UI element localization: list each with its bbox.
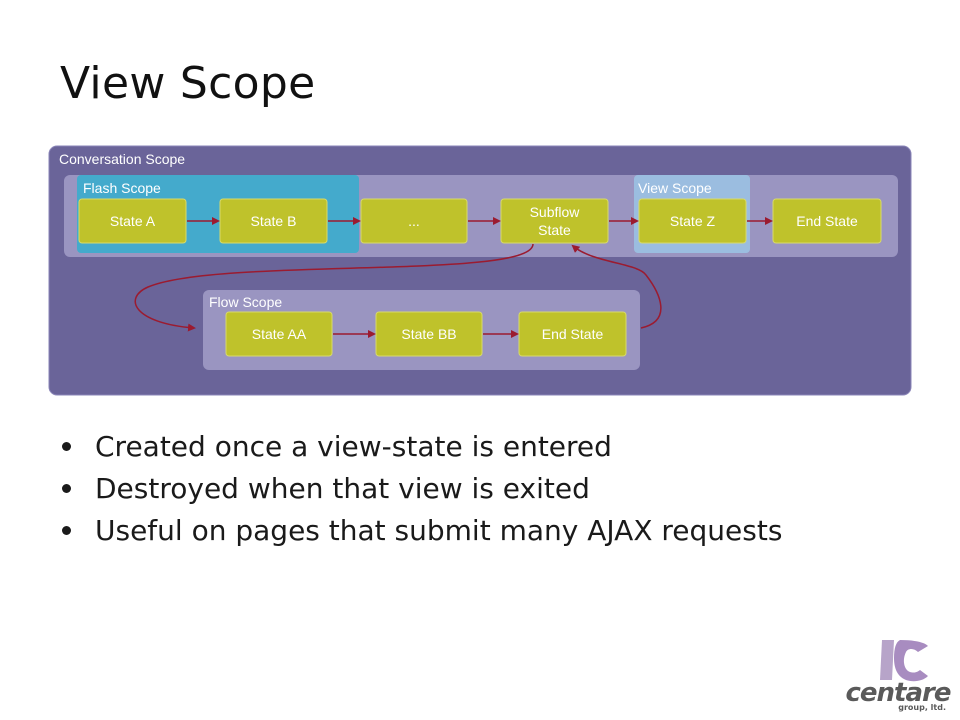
view-scope-label: View Scope [638,180,712,196]
bullet-list: Created once a view-state is entered Des… [60,426,820,552]
end-state-top-label: End State [796,213,858,229]
bullet-dot-icon [62,442,71,451]
end-state-top-box [772,198,882,244]
subflow-state-box [500,198,609,244]
centare-logo-mark-icon [880,640,928,682]
state-bb-box [375,311,483,357]
flash-scope-label: Flash Scope [83,180,161,196]
bullet-text: Useful on pages that submit many AJAX re… [95,514,783,547]
slide-title: View Scope [60,58,316,109]
logo-subtext: group, ltd. [898,703,946,712]
bullet-item: Useful on pages that submit many AJAX re… [60,510,820,552]
state-b-label: State B [251,213,297,229]
logo-wordmark: centare [845,678,952,708]
state-bb-label: State BB [401,326,456,342]
subflow-state-label-line2: State [538,222,571,238]
state-z-box [638,198,747,244]
state-a-label: State A [110,213,156,229]
state-aa-box [225,311,333,357]
state-b-box [219,198,328,244]
conversation-scope-label: Conversation Scope [59,151,185,167]
subflow-state-label-line1: Subflow [530,204,581,220]
end-state-bottom-box [518,311,627,357]
bullet-item: Destroyed when that view is exited [60,468,820,510]
bullet-item: Created once a view-state is entered [60,426,820,468]
state-a-box [78,198,187,244]
centare-logo: centare group, ltd. [842,636,954,714]
state-z-label: State Z [670,213,716,229]
bullet-dot-icon [62,526,71,535]
scope-diagram: Conversation Scope Flash Scope View Scop… [48,145,912,396]
ellipsis-state-box [360,198,468,244]
end-state-bottom-label: End State [542,326,604,342]
bullet-dot-icon [62,484,71,493]
bullet-text: Destroyed when that view is exited [95,472,590,505]
state-aa-label: State AA [252,326,307,342]
bullet-text: Created once a view-state is entered [95,430,612,463]
arrow-subflow-to-flow [134,243,534,332]
flow-scope-label: Flow Scope [209,294,282,310]
ellipsis-state-label: ... [408,213,420,229]
arrow-flow-to-subflow [571,244,662,329]
